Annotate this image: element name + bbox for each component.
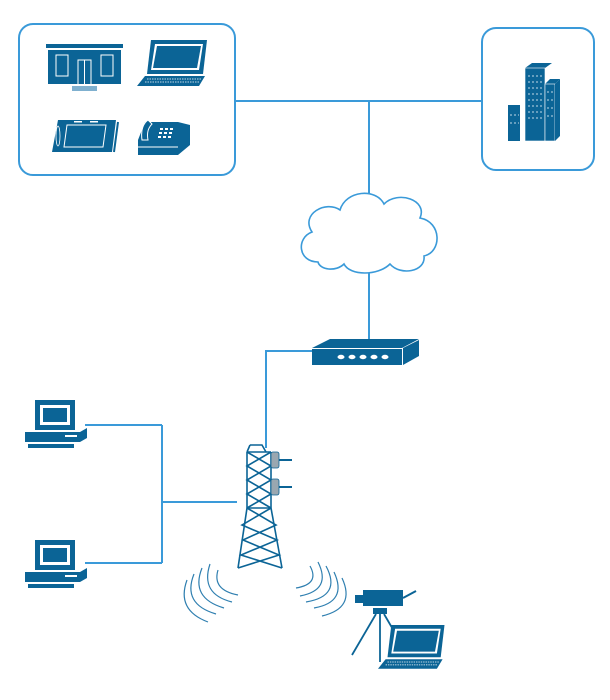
- desktop-computer-icon[interactable]: [25, 540, 87, 588]
- laptop-icon[interactable]: [377, 624, 445, 670]
- survey-camera-icon[interactable]: [351, 590, 417, 662]
- desktop-computer-icon[interactable]: [25, 400, 87, 448]
- connection-lines: [85, 100, 482, 564]
- desk-phone-icon: [138, 119, 190, 155]
- wireless-signal-icon: [183, 563, 239, 623]
- headquarters-box[interactable]: [481, 27, 595, 171]
- antenna-icon: [270, 451, 292, 496]
- storefront-icon: [46, 44, 123, 91]
- branch-group-box[interactable]: [18, 23, 236, 176]
- office-building-icon: [508, 63, 560, 142]
- wireless-signal-icon: [295, 561, 347, 617]
- tablet-icon: [52, 120, 119, 153]
- router-icon[interactable]: [312, 339, 419, 365]
- cloud-icon[interactable]: [300, 192, 438, 274]
